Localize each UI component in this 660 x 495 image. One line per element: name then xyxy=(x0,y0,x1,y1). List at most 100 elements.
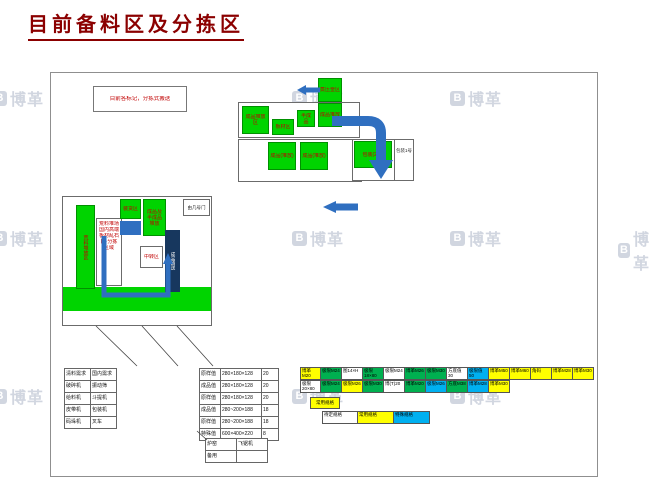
note-text: 目前各标记，分拣式搬送 xyxy=(109,95,171,102)
loading-area-box: 装货区 xyxy=(120,199,141,219)
cell: 皮带机 xyxy=(64,404,91,417)
spec-cell: 极限M24 xyxy=(384,367,405,380)
watermark-text: 博革 xyxy=(632,232,650,273)
cell: 国内需求 xyxy=(90,368,117,381)
spec-cell: 博革M60 xyxy=(510,367,531,380)
spec-cell: 博革M20 xyxy=(405,380,426,393)
transfer-box: 中转区 xyxy=(140,246,163,268)
stock1-box: 成品(堆放) xyxy=(268,142,296,170)
spec-cell: 极限M30 xyxy=(363,380,384,393)
brand-logo-icon: B xyxy=(292,230,307,246)
cell: 飞锯机 xyxy=(236,438,268,451)
packing1-label: 包装1号 xyxy=(396,148,412,153)
table-row: 炉窑 飞锯机 xyxy=(205,438,268,451)
cell: 原样值 xyxy=(199,368,221,381)
table-row: 原样值 280×180×128 20 xyxy=(199,368,279,381)
cell: 包装机 xyxy=(90,404,117,417)
spec-cell: 博革M20 xyxy=(300,367,321,380)
cell: 斗提机 xyxy=(90,392,117,405)
packing2-label: 包装(2号) xyxy=(362,151,384,158)
cell: 清料需求 xyxy=(64,368,91,381)
semi-area-box: 半成品 xyxy=(297,110,315,127)
packing2-box: 包装(2号) xyxy=(354,141,392,168)
cell: 振动筛 xyxy=(90,380,117,393)
spec-cell: 特殊规格 xyxy=(394,411,430,424)
spec-cell: 极限M30 xyxy=(426,367,447,380)
cell: 20 xyxy=(261,380,279,393)
brand-logo-icon: B xyxy=(0,90,7,106)
cell: 20 xyxy=(261,368,279,381)
conveyor-label: 成品输送 xyxy=(170,252,176,270)
table-row: 破碎机 振动筛 xyxy=(64,380,117,393)
raw-desc-line: 国内高端 xyxy=(98,227,119,233)
watermark-text: 博革 xyxy=(468,232,503,249)
stock2-box: 成品(堆放) xyxy=(300,142,328,170)
spec-cell: 极限20×80 xyxy=(300,380,321,393)
cell: 280×180×128 xyxy=(220,392,262,405)
spec-cell: 方底值30 xyxy=(447,367,468,380)
cell: 原样值 xyxy=(199,416,221,429)
cell: 炉窑 xyxy=(205,438,237,451)
door-label: 由几号门 xyxy=(187,204,206,210)
table-row: 备用 xyxy=(205,450,268,463)
cell: 280~200×188 xyxy=(220,404,262,417)
brand-logo-icon: B xyxy=(450,90,465,106)
cell: 码垛机 xyxy=(64,416,91,429)
cell: 备用 xyxy=(205,450,237,463)
spec-cell: 博革M30 xyxy=(573,367,594,380)
spec-cell: 角码 xyxy=(531,367,552,380)
watermark: B博革 xyxy=(0,86,44,110)
brand-logo-icon: B xyxy=(450,230,465,246)
cell: 成品值 xyxy=(199,404,221,417)
spec-cell: 极限M26 xyxy=(342,380,363,393)
cell: 20 xyxy=(261,392,279,405)
watermark-text: 博革 xyxy=(10,92,45,109)
semi-stock-label: 成品及半成品堆放 xyxy=(146,208,162,227)
watermark: B博革 xyxy=(0,384,44,408)
cell: 成品值 xyxy=(199,380,221,393)
spec-row-2: 极限20×80 极限M24 极限M26 极限M30 博(T)20 博革M20 极… xyxy=(300,380,510,393)
cell xyxy=(236,450,268,463)
spec-cell: 博革M26 xyxy=(405,367,426,380)
stack-label: 成品堆放 xyxy=(320,112,340,118)
cell: 18 xyxy=(261,416,279,429)
note-box: 目前各标记，分拣式搬送 xyxy=(93,86,187,112)
page-title: 目前备料区及分拣区 xyxy=(28,8,244,41)
brand-logo-icon: B xyxy=(618,242,630,258)
finished-stock-label: 成品堆放区 xyxy=(245,114,266,126)
equipment-table: 清料需求 国内需求 破碎机 振动筛 给料机 斗提机 皮带机 包装机 码垛机 叉车 xyxy=(64,368,117,429)
raw-desc-line: 荒料堆场 xyxy=(98,221,119,227)
conveyor-bar: 成品输送 xyxy=(165,230,180,292)
spec-cell: 方底M38 xyxy=(447,380,468,393)
spec-cell: 博革M30 xyxy=(489,380,510,393)
table-row: 成品值 280×180×128 20 xyxy=(199,380,279,393)
board-area-label: 板材区 xyxy=(275,124,291,130)
door-label-box: 由几号门 xyxy=(183,199,210,216)
watermark-text: 博革 xyxy=(10,390,45,407)
furnace-table: 炉窑 飞锯机 备用 xyxy=(205,438,268,463)
spec-cell: 博革M28 xyxy=(468,380,489,393)
loading-area-label: 装货区 xyxy=(122,206,138,212)
finished-stock-area-box: 成品堆放区 xyxy=(242,106,269,134)
spec-cell: 极限M26 xyxy=(426,380,447,393)
watermark: B博革 xyxy=(0,226,44,250)
table-row: 皮带机 包装机 xyxy=(64,404,117,417)
spec-cell: 常用规格 xyxy=(358,411,394,424)
stock2-label: 成品(堆放) xyxy=(302,153,326,159)
table-row: 码垛机 叉车 xyxy=(64,416,117,429)
spec-cell: 极限值50 xyxy=(468,367,489,380)
cell: 280×180×128 xyxy=(220,368,262,381)
table-row: 给料机 斗提机 xyxy=(64,392,117,405)
legend-box: 常用规格 xyxy=(310,397,340,409)
transfer-label: 中转区 xyxy=(143,254,159,260)
cell: 280~200×188 xyxy=(220,416,262,429)
brand-logo-icon: B xyxy=(0,230,7,246)
table-row: 清料需求 国内需求 xyxy=(64,368,117,381)
stack-box: 成品堆放 xyxy=(318,103,342,127)
semi-area-label: 半成品 xyxy=(300,112,311,125)
stock1-label: 成品(堆放) xyxy=(270,153,294,159)
main-frame xyxy=(50,72,598,477)
packing-divider xyxy=(394,139,395,181)
